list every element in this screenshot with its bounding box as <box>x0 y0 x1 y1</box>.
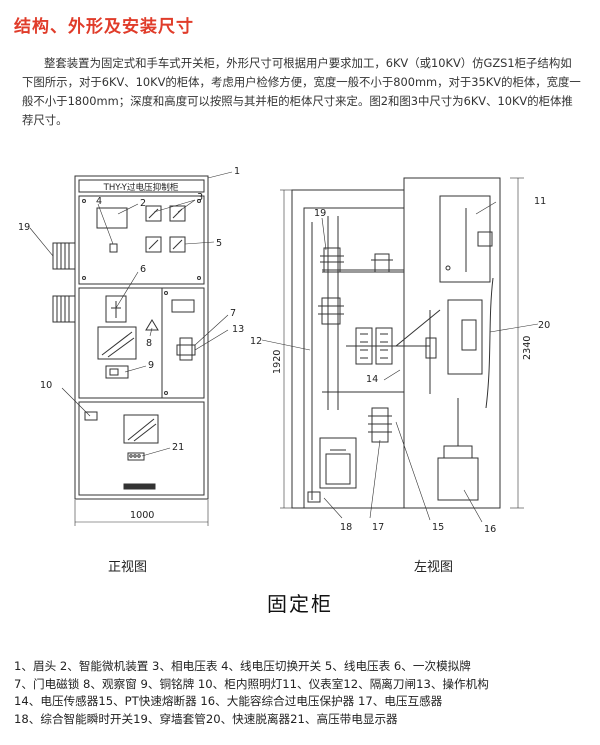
page-title: 结构、外形及安装尺寸 <box>14 17 194 37</box>
front-width-label: 1000 <box>130 510 154 521</box>
front-view <box>29 171 233 526</box>
front-callout-3: 3 <box>197 192 203 203</box>
front-callout-6: 6 <box>140 264 146 275</box>
front-callout-5: 5 <box>216 238 222 249</box>
front-callout-7: 7 <box>230 308 236 319</box>
side-callout-14: 14 <box>366 374 378 385</box>
legend-line: 18、综合智能瞬时开关19、穿墙套管20、快速脱离器21、高压带电显示器 <box>14 711 398 726</box>
figure-caption: 固定柜 <box>267 592 333 616</box>
legend-line: 14、电压传感器15、PT快速熔断器 16、大能容综合过电压保护器 17、电压互… <box>14 694 443 709</box>
intro-paragraph: 整套装置为固定式和手车式开关柜，外形尺寸可根据用户要求加工，6KV（或10KV）… <box>22 56 581 127</box>
side-view <box>261 177 539 523</box>
front-callout-1: 1 <box>234 166 240 177</box>
front-view-caption: 正视图 <box>108 560 148 575</box>
legend-line: 7、门电磁锁 8、观察窗 9、铜铭牌 10、柜内照明灯11、仪表室12、隔离刀闸… <box>14 676 489 691</box>
front-callout-8: 8 <box>146 338 152 349</box>
side-callout-17: 17 <box>372 522 384 533</box>
parts-legend: 1、眉头 2、智能微机装置 3、相电压表 4、线电压切换开关 5、线电压表 6、… <box>14 658 594 728</box>
front-callout-21: 21 <box>172 442 184 453</box>
legend-line: 1、眉头 2、智能微机装置 3、相电压表 4、线电压切换开关 5、线电压表 6、… <box>14 659 471 673</box>
side-callout-20: 20 <box>538 320 550 331</box>
side-callout-12: 12 <box>250 336 262 347</box>
front-callout-9: 9 <box>148 360 154 371</box>
side-callout-16: 16 <box>484 524 496 535</box>
side-callout-19: 19 <box>314 208 326 219</box>
front-callout-4: 4 <box>96 196 102 207</box>
side-view-caption: 左视图 <box>414 560 454 575</box>
front-callout-2: 2 <box>140 198 146 209</box>
front-callout-10: 10 <box>40 380 52 391</box>
front-nameplate: THY-Y过电压抑制柜 <box>103 181 179 193</box>
side-height-inner: 1920 <box>272 350 283 374</box>
side-height-outer: 2340 <box>522 336 533 360</box>
side-callout-11: 11 <box>534 196 546 207</box>
side-callout-15: 15 <box>432 522 444 533</box>
front-callout-19: 19 <box>18 222 30 233</box>
front-callout-13: 13 <box>232 324 244 335</box>
cabinet-drawing: 1 2 3 4 5 6 7 8 9 10 13 19 21 1000 11 12… <box>18 166 550 535</box>
side-callout-18: 18 <box>340 522 352 533</box>
